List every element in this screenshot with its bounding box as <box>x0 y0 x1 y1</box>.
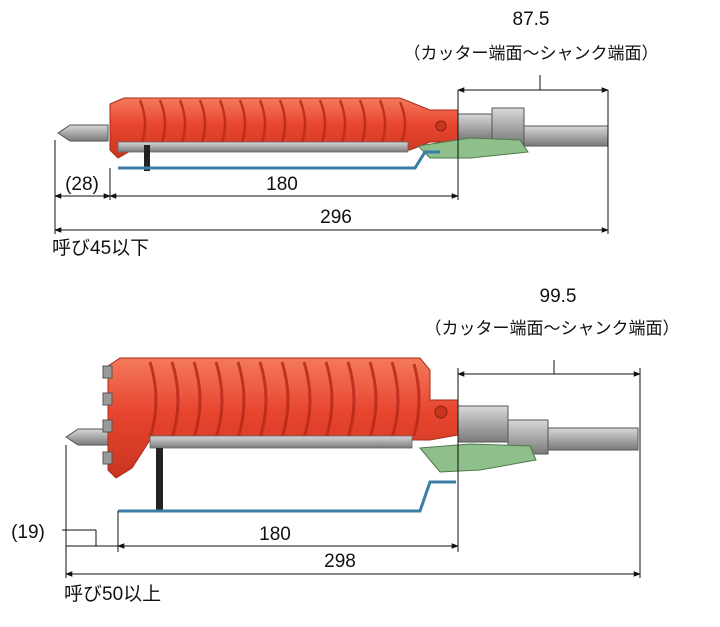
diagram-small: 87.5 （カッター端面～シャンク端面） <box>52 9 659 259</box>
core-drill-icon <box>65 357 639 513</box>
pilot-length-label: (28) <box>65 174 99 195</box>
shank-length-note: （カッター端面～シャンク端面） <box>404 44 659 63</box>
size-caption: 呼び45以下 <box>52 237 149 259</box>
total-length-label: 298 <box>324 551 356 572</box>
cutter-length-label: 180 <box>266 174 298 195</box>
cutter-length-label: 180 <box>259 524 291 545</box>
core-drill-icon <box>57 97 609 171</box>
shank-length-note: （カッター端面～シャンク端面） <box>425 319 680 338</box>
pilot-length-label: (19) <box>11 522 45 543</box>
diagram-large: 99.5 （カッター端面～シャンク端面） <box>11 286 679 605</box>
total-length-label: 296 <box>320 207 352 228</box>
shank-length-value: 99.5 <box>540 286 577 307</box>
size-caption: 呼び50以上 <box>64 583 161 605</box>
shank-length-value: 87.5 <box>513 9 550 30</box>
